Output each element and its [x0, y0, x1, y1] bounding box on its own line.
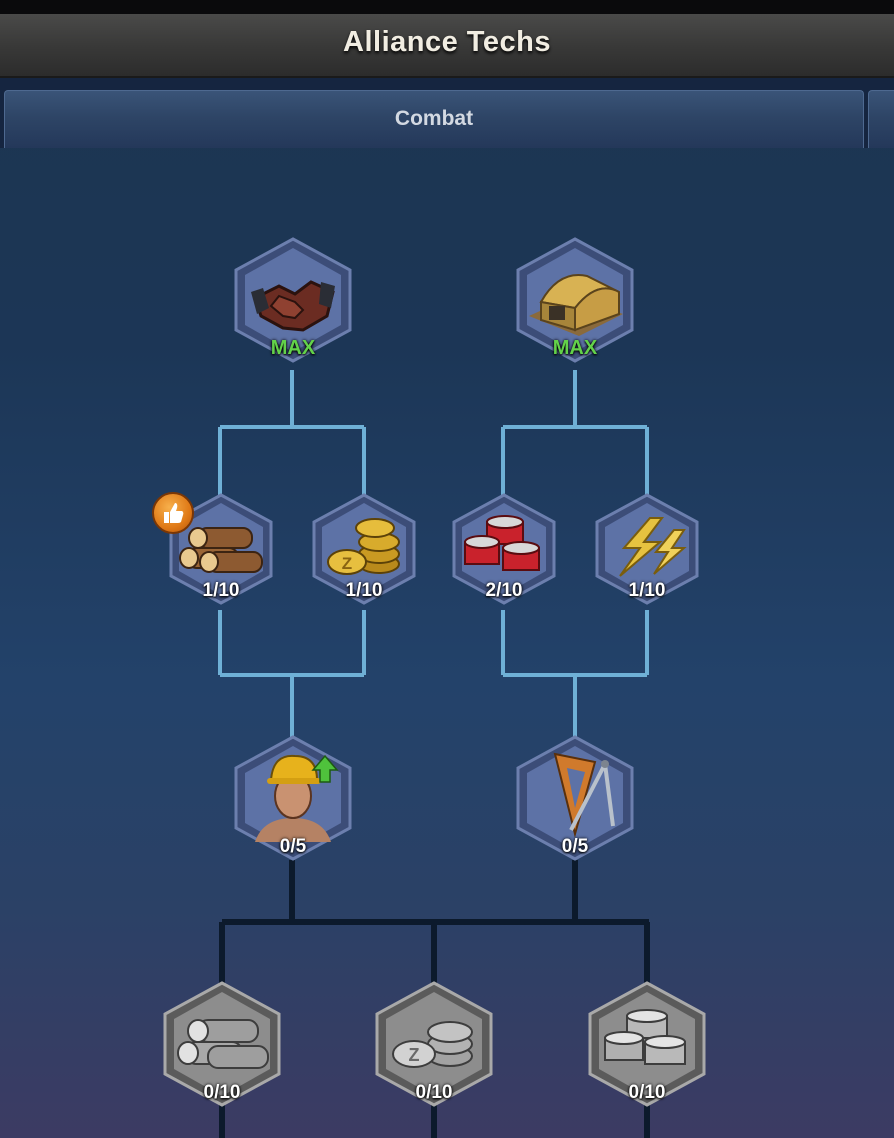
tech-level: 0/5 — [561, 836, 589, 857]
tech-level: 0/10 — [415, 1082, 453, 1103]
tech-node-food[interactable]: 2/10 — [451, 492, 557, 606]
thumbs-up-icon — [164, 503, 184, 523]
tech-node-electricity[interactable]: 1/10 — [594, 492, 700, 606]
tech-level: 0/10 — [203, 1082, 241, 1103]
tech-level: 1/10 — [345, 580, 383, 601]
svg-text:Z: Z — [409, 1045, 420, 1065]
tech-node-warehouse[interactable]: MAX — [515, 236, 635, 364]
recommended-badge — [152, 492, 194, 534]
tech-node-food-locked[interactable]: 0/10 — [587, 980, 707, 1108]
silver-coins-icon: Z — [392, 1021, 473, 1068]
tech-level: 1/10 — [202, 580, 240, 601]
drafting-tools-icon — [553, 752, 615, 838]
food-cans-icon — [604, 1009, 686, 1065]
tab-bar: Combat — [0, 78, 894, 148]
tech-node-wood-locked[interactable]: 0/10 — [162, 980, 282, 1108]
worker-icon — [255, 754, 331, 842]
tech-level: 1/10 — [628, 580, 666, 601]
connector-line — [501, 370, 649, 495]
tech-node-coins-locked[interactable]: Z 0/10 — [374, 980, 494, 1108]
connector-line — [501, 610, 649, 740]
warehouse-icon — [529, 274, 623, 336]
connector-line — [222, 860, 649, 925]
tab-combat-label: Combat — [394, 107, 474, 130]
page-title: Alliance Techs — [343, 26, 551, 58]
tech-node-blueprint[interactable]: 0/5 — [515, 734, 635, 862]
food-cans-icon — [464, 515, 540, 571]
tech-level: MAX — [552, 337, 598, 359]
tab-combat[interactable]: Combat — [4, 90, 864, 148]
tech-level: 2/10 — [485, 580, 523, 601]
tech-node-worker[interactable]: 0/5 — [233, 734, 353, 862]
handshake-icon — [251, 280, 335, 332]
wood-logs-icon — [179, 527, 263, 573]
connector-line — [219, 922, 650, 985]
tab-next[interactable] — [868, 90, 894, 148]
tech-node-wood[interactable]: 1/10 — [168, 492, 274, 606]
upgrade-arrow-icon — [311, 754, 339, 783]
tech-level: MAX — [270, 337, 316, 359]
wood-logs-icon — [177, 1019, 269, 1069]
tech-node-coins[interactable]: Z 1/10 — [311, 492, 417, 606]
svg-text:Z: Z — [342, 554, 352, 573]
tech-level: 0/5 — [279, 836, 307, 857]
connector-line — [218, 610, 366, 740]
tech-node-handshake[interactable]: MAX — [233, 236, 353, 364]
tech-level: 0/10 — [628, 1082, 666, 1103]
title-bar: Alliance Techs — [0, 14, 894, 78]
lightning-icon — [619, 517, 687, 577]
connector-line — [218, 370, 366, 495]
top-strip — [0, 0, 894, 14]
gold-coins-icon: Z — [327, 518, 400, 575]
